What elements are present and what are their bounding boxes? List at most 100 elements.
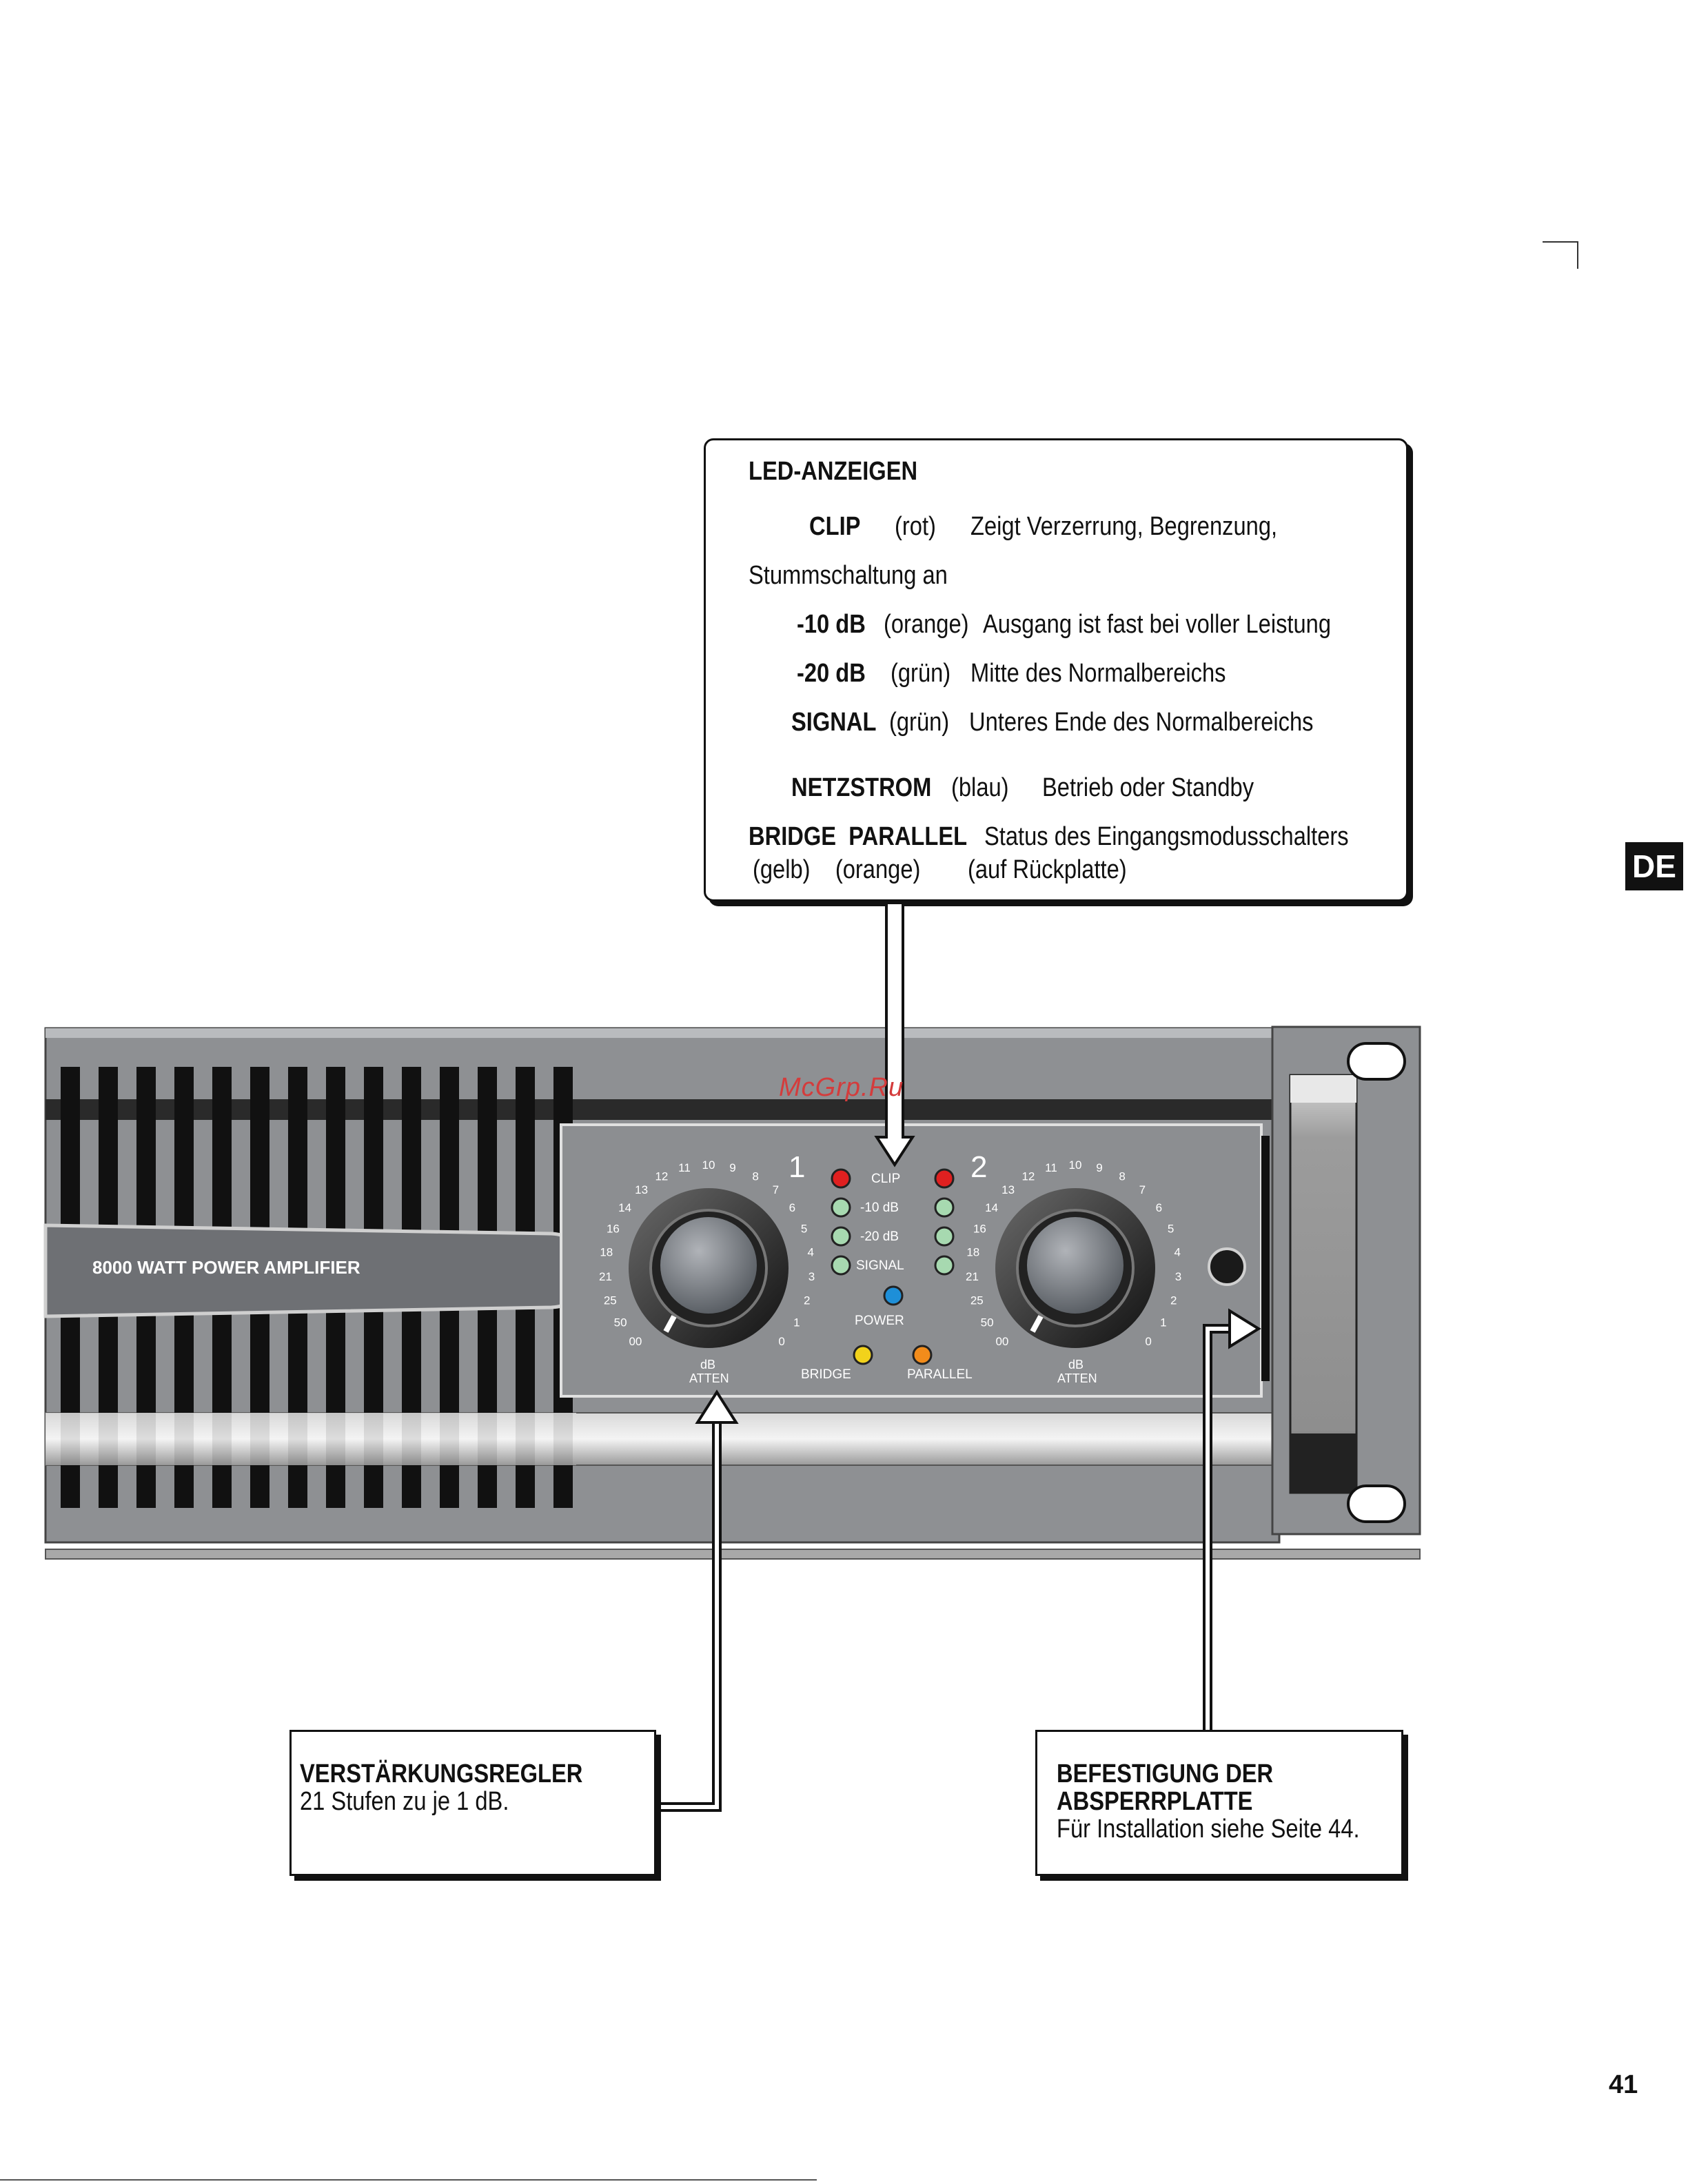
gain-callout: VERSTÄRKUNGSREGLER 21 Stufen zu je 1 dB. [289, 1730, 656, 1876]
knob-scale-tick-label: 12 [1021, 1170, 1035, 1183]
gain-knob-channel-1[interactable] [629, 1188, 789, 1348]
led-key-clip: CLIP [809, 512, 861, 541]
footer-rule [0, 2179, 817, 2181]
knob-scale-tick-label: 21 [966, 1270, 979, 1283]
knob-scale-tick-label: 0 [778, 1335, 784, 1348]
bridge-label: BRIDGE [801, 1367, 851, 1382]
knob-scale-tick-label: 00 [995, 1335, 1008, 1348]
signal-label: SIGNAL [856, 1258, 904, 1273]
knob-scale-tick-label: 13 [635, 1183, 648, 1196]
knob-scale-tick-label: 14 [618, 1201, 631, 1214]
knob-scale-tick-label: 2 [804, 1294, 810, 1307]
model-label: 8000 WATT POWER AMPLIFIER [92, 1257, 360, 1278]
knob-scale-tick-label: 8 [1119, 1170, 1125, 1183]
knob-scale-tick-label: 9 [1096, 1161, 1102, 1174]
channel-1-label: 1 [789, 1150, 805, 1184]
knob-scale-tick-label: 7 [773, 1183, 779, 1196]
knob-scale-tick-label: 16 [607, 1223, 620, 1236]
signal-led-1 [831, 1255, 851, 1276]
led-desc-clip-continuation: Stummschaltung an [749, 561, 948, 590]
knob-scale-tick-label: 18 [966, 1246, 979, 1259]
led-callout-title: LED-ANZEIGEN [749, 457, 918, 486]
plate-callout-title-2: ABSPERRPLATTE [1057, 1787, 1253, 1816]
plate-callout: BEFESTIGUNG DER ABSPERRPLATTE Für Instal… [1035, 1730, 1403, 1876]
led-desc-20db: Mitte des Normalbereichs [970, 659, 1226, 688]
clip-label: CLIP [871, 1172, 900, 1186]
knob-scale-tick-label: 50 [981, 1316, 994, 1329]
knob-scale-tick-label: 14 [985, 1201, 998, 1214]
bridge-led [853, 1345, 873, 1365]
knob-1-db-label: dB [700, 1358, 715, 1371]
page-number: 41 [1609, 2070, 1638, 2099]
knob-scale-tick-label: 50 [614, 1316, 627, 1329]
led-callout: LED-ANZEIGEN CLIP (rot) Zeigt Verzerrung… [704, 438, 1408, 901]
knob-scale-tick-label: 13 [1001, 1183, 1015, 1196]
led-key-10db: -10 dB [797, 610, 866, 639]
minus20db-led-2 [934, 1226, 955, 1247]
knob-scale-tick-label: 00 [629, 1335, 642, 1348]
crop-mark [1543, 241, 1578, 269]
led-desc-signal: Unteres Ende des Normalbereichs [969, 708, 1314, 737]
knob-scale-tick-label: 3 [809, 1270, 815, 1283]
knob-scale-tick-label: 6 [789, 1201, 795, 1214]
knob-scale-tick-label: 21 [599, 1270, 612, 1283]
knob-scale-tick-label: 11 [1045, 1161, 1057, 1174]
gain-callout-title: VERSTÄRKUNGSREGLER [300, 1759, 583, 1788]
knob-2-db-label: dB [1068, 1358, 1084, 1371]
knob-scale-tick-label: 1 [1160, 1316, 1166, 1329]
gain-callout-text: 21 Stufen zu je 1 dB. [300, 1787, 509, 1816]
gain-knob-channel-2[interactable] [995, 1188, 1155, 1348]
power-label: POWER [855, 1314, 904, 1328]
led-key-bridge-parallel: BRIDGE PARALLEL [749, 822, 968, 851]
signal-led-2 [934, 1255, 955, 1276]
parallel-led [912, 1345, 933, 1365]
led-desc-power: Betrieb oder Standby [1042, 773, 1254, 802]
led-pointer-arrow [874, 901, 915, 1167]
knob-scale-tick-label: 0 [1145, 1335, 1151, 1348]
led-note-rear-panel: (auf Rückplatte) [968, 855, 1127, 884]
channel-2-label: 2 [970, 1150, 987, 1184]
led-desc-bridge-parallel: Status des Eingangsmodusschalters [984, 822, 1349, 851]
knob-scale-tick-label: 4 [1174, 1246, 1180, 1259]
language-tab: DE [1625, 842, 1683, 890]
knob-scale-tick-label: 25 [604, 1294, 617, 1307]
plate-mounting-hole [1208, 1247, 1246, 1286]
watermark: McGrp.Ru [779, 1073, 904, 1102]
knob-scale-tick-label: 11 [678, 1161, 691, 1174]
minus10db-led-1 [831, 1197, 851, 1218]
led-desc-10db: Ausgang ist fast bei voller Leistung [983, 610, 1332, 639]
knob-2-atten-label: ATTEN [1057, 1371, 1097, 1385]
knob-scale-tick-label: 8 [752, 1170, 758, 1183]
knob-scale-tick-label: 10 [702, 1159, 715, 1172]
knob-scale-tick-label: 1 [793, 1316, 800, 1329]
knob-scale-tick-label: 25 [970, 1294, 984, 1307]
knob-scale-tick-label: 16 [973, 1223, 986, 1236]
gain-pointer-line [656, 1420, 722, 1812]
knob-1-atten-label: ATTEN [689, 1371, 729, 1385]
knob-scale-tick-label: 5 [801, 1223, 807, 1236]
led-color-bridge-parallel: (gelb) (orange) [753, 855, 921, 884]
minus10db-label: -10 dB [860, 1201, 899, 1215]
plate-callout-text: Für Installation siehe Seite 44. [1057, 1815, 1360, 1844]
gain-pointer-arrow [656, 1406, 721, 1797]
knob-scale-tick-label: 3 [1175, 1270, 1181, 1283]
rack-slot-top [1347, 1042, 1406, 1081]
led-color-signal: (grün) [889, 708, 950, 737]
knob-scale-tick-label: 6 [1156, 1201, 1162, 1214]
led-color-clip: (rot) [895, 512, 936, 541]
knob-scale-tick-label: 18 [600, 1246, 613, 1259]
plate-pointer-line [1203, 1324, 1234, 1731]
power-led [883, 1285, 904, 1306]
parallel-label: PARALLEL [907, 1367, 973, 1382]
led-color-10db: (orange) [884, 610, 969, 639]
led-color-20db: (grün) [891, 659, 951, 688]
knob-scale-tick-label: 7 [1139, 1183, 1146, 1196]
led-color-power: (blau) [951, 773, 1009, 802]
knob-scale-tick-label: 12 [655, 1170, 668, 1183]
minus20db-led-1 [831, 1226, 851, 1247]
led-key-power: NETZSTROM [791, 773, 932, 802]
minus20db-label: -20 dB [860, 1229, 899, 1244]
